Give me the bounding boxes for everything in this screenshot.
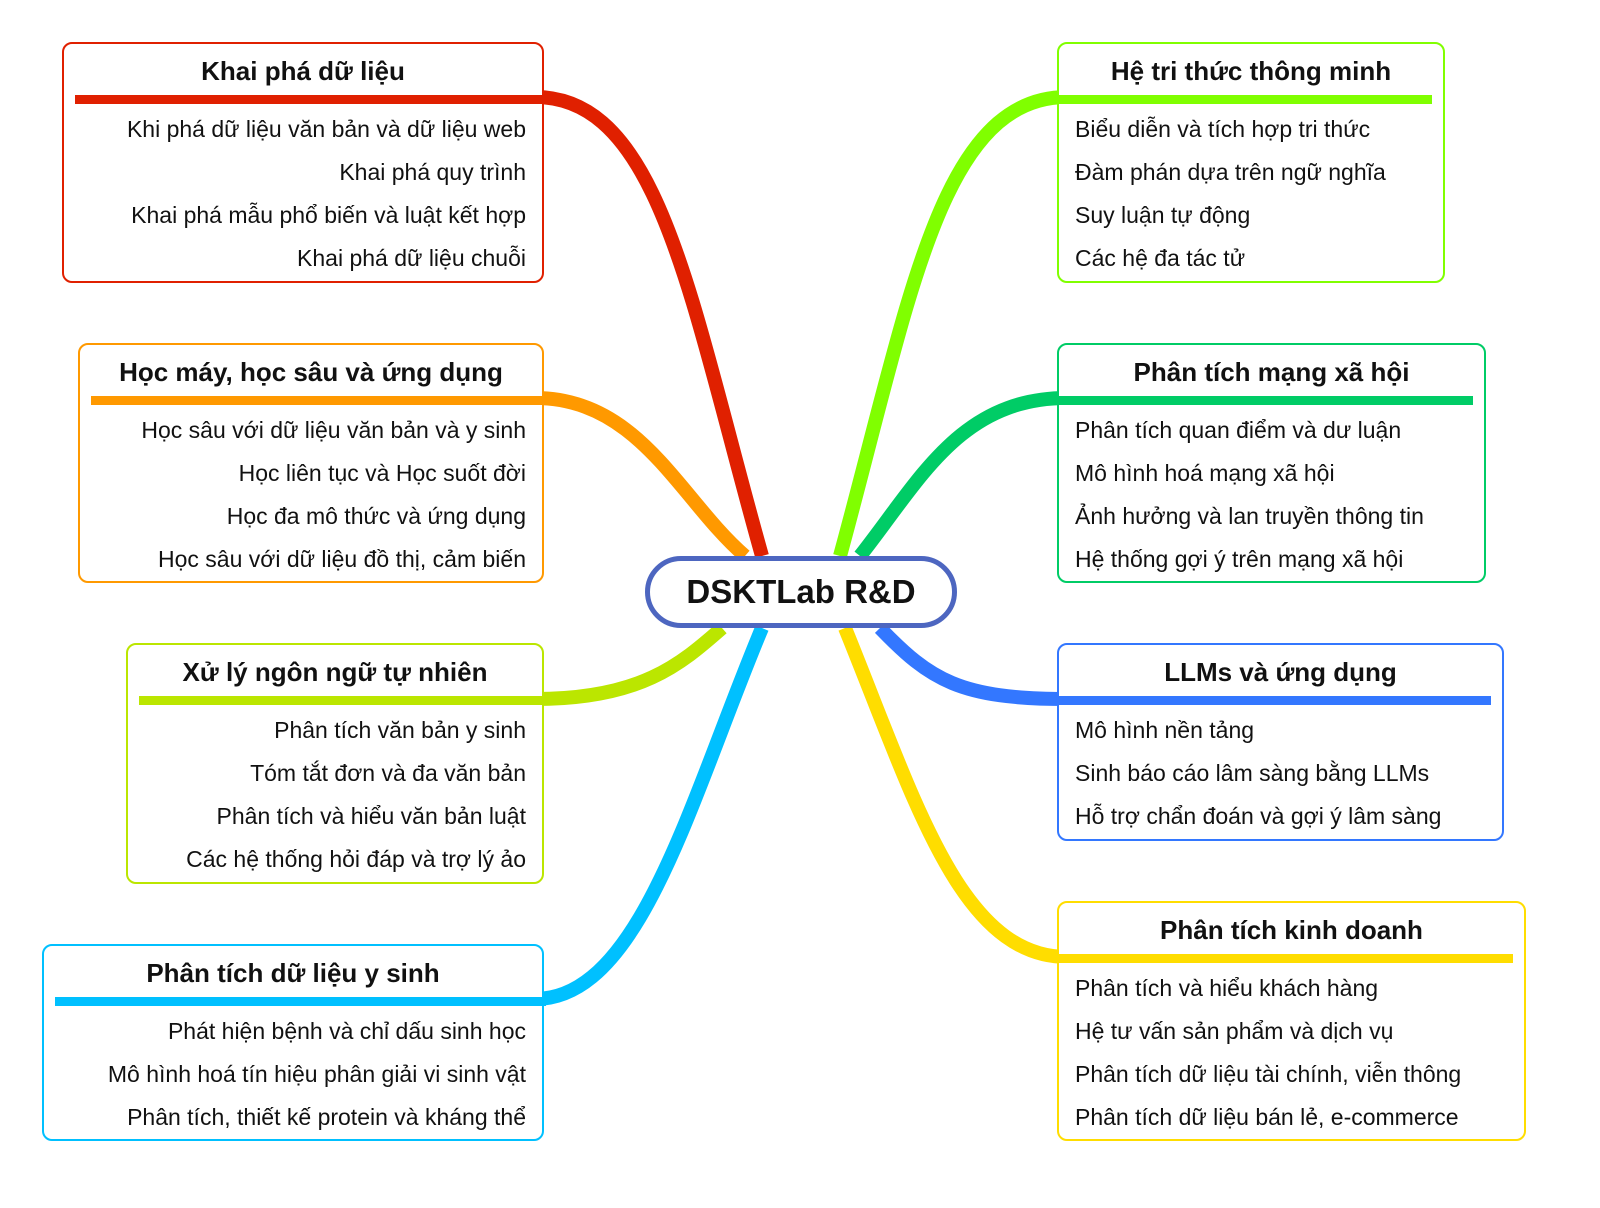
topic-underline	[1055, 696, 1491, 705]
subtopic-item: Học đa mô thức và ứng dụng	[226, 503, 526, 529]
topic-title: Xử lý ngôn ngữ tự nhiên	[182, 657, 488, 687]
branch-connector	[838, 625, 1068, 964]
branch-connector	[534, 625, 769, 1006]
subtopic-item: Sinh báo cáo lâm sàng bằng LLMs	[1075, 760, 1430, 786]
topic-underline	[139, 696, 546, 705]
subtopic-item: Khai phá dữ liệu chuỗi	[297, 245, 526, 271]
subtopic-item: Khi phá dữ liệu văn bản và dữ liệu web	[126, 116, 526, 142]
subtopic-item: Phân tích quan điểm và dư luận	[1075, 417, 1402, 443]
branch-connector	[833, 90, 1068, 558]
branch-connector	[534, 391, 750, 562]
topic-underline	[1055, 95, 1432, 104]
subtopic-item: Hệ thống gợi ý trên mạng xã hội	[1075, 546, 1404, 572]
branch-connector	[854, 391, 1068, 561]
subtopic-item: Hỗ trợ chẩn đoán và gợi ý lâm sàng	[1075, 803, 1442, 829]
topic-title: Khai phá dữ liệu	[201, 56, 405, 86]
subtopic-item: Học sâu với dữ liệu văn bản và y sinh	[141, 417, 526, 443]
subtopic-item: Đàm phán dựa trên ngữ nghĩa	[1075, 159, 1386, 185]
subtopic-item: Phân tích dữ liệu tài chính, viễn thông	[1075, 1061, 1462, 1087]
subtopic-item: Phân tích dữ liệu bán lẻ, e-commerce	[1075, 1104, 1459, 1130]
topic-underline	[55, 997, 546, 1006]
subtopic-item: Khai phá mẫu phổ biến và luật kết hợp	[131, 202, 526, 228]
center-node: DSKTLab R&D	[645, 556, 957, 628]
subtopic-list: Phân tích quan điểm và dư luận Mô hình ho…	[1075, 409, 1424, 581]
topic-underline	[91, 396, 546, 405]
subtopic-item: Học liên tục và Học suốt đời	[238, 460, 526, 486]
subtopic-list: Phát hiện bệnh và chỉ dấu sinh học Mô hìn…	[108, 1010, 526, 1139]
branch-connector	[874, 623, 1068, 706]
center-label: DSKTLab R&D	[686, 573, 916, 610]
subtopic-item: Phân tích, thiết kế protein và kháng thể	[127, 1104, 526, 1130]
branch-connector	[534, 622, 727, 706]
subtopic-item: Phân tích văn bản y sinh	[274, 717, 526, 743]
subtopic-item: Phân tích và hiểu văn bản luật	[216, 803, 526, 829]
subtopic-item: Phân tích và hiểu khách hàng	[1075, 975, 1379, 1001]
subtopic-list: Phân tích và hiểu khách hàng Hệ tư vấn sả…	[1075, 967, 1461, 1139]
subtopic-item: Tóm tắt đơn và đa văn bản	[250, 760, 526, 786]
topic-underline	[1055, 396, 1473, 405]
topic-title: Phân tích mạng xã hội	[1133, 357, 1410, 387]
subtopic-item: Hệ tư vấn sản phẩm và dịch vụ	[1075, 1018, 1394, 1044]
topic-title: LLMs và ứng dụng	[1164, 657, 1397, 687]
subtopic-item: Biểu diễn và tích hợp tri thức	[1075, 116, 1371, 142]
topic-title: Phân tích kinh doanh	[1160, 915, 1423, 945]
subtopic-item: Các hệ đa tác tử	[1075, 245, 1246, 271]
topic-title: Học máy, học sâu và ứng dụng	[119, 357, 503, 387]
subtopic-item: Mô hình nền tảng	[1075, 717, 1255, 743]
subtopic-item: Các hệ thống hỏi đáp và trợ lý ảo	[186, 846, 526, 872]
subtopic-item: Phát hiện bệnh và chỉ dấu sinh học	[167, 1018, 526, 1044]
topic-underline	[75, 95, 546, 104]
subtopic-item: Mô hình hoá tín hiệu phân giải vi sinh v…	[107, 1061, 526, 1087]
topic-title: Hệ tri thức thông minh	[1110, 56, 1392, 86]
subtopic-item: Suy luận tự động	[1075, 202, 1251, 228]
branch-connector	[534, 90, 769, 558]
subtopic-item: Ảnh hưởng và lan truyền thông tin	[1075, 503, 1424, 529]
subtopic-item: Mô hình hoá mạng xã hội	[1075, 460, 1335, 486]
subtopic-item: Khai phá quy trình	[339, 159, 526, 185]
topic-underline	[1055, 954, 1513, 963]
subtopic-item: Học sâu với dữ liệu đồ thị, cảm biến	[158, 546, 526, 572]
topic-title: Phân tích dữ liệu y sinh	[146, 958, 440, 988]
